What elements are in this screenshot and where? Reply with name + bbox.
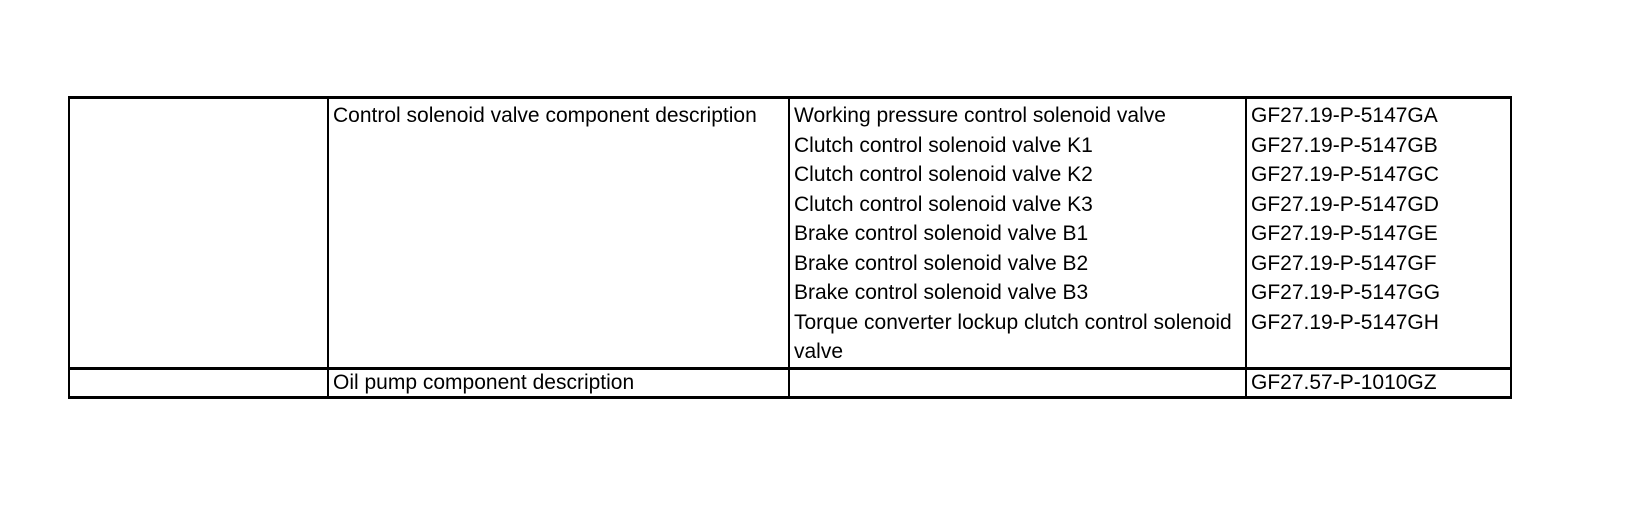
table-row: Control solenoid valve component descrip… — [68, 96, 1512, 370]
group-title-cell: Control solenoid valve component descrip… — [327, 96, 790, 370]
document-code: GF27.19-P-5147GH — [1251, 310, 1439, 334]
empty-description-cell — [788, 367, 1247, 399]
document-code: GF27.19-P-5147GD — [1251, 192, 1439, 216]
codes-cell: GF27.57-P-1010GZ — [1245, 367, 1512, 399]
descriptions-cell: Working pressure control solenoid valve … — [788, 96, 1247, 370]
component-description-table: Control solenoid valve component descrip… — [68, 96, 1512, 399]
empty-cell — [68, 96, 329, 370]
component-description: Brake control solenoid valve B3 — [794, 281, 1089, 304]
document-code: GF27.19-P-5147GE — [1251, 222, 1438, 245]
component-description: Torque converter lockup clutch control s… — [794, 310, 1232, 364]
component-description: Working pressure control solenoid valve — [794, 104, 1166, 127]
group-title: Control solenoid valve component descrip… — [333, 104, 757, 127]
empty-cell — [68, 367, 329, 399]
document-code: GF27.19-P-5147GA — [1251, 104, 1438, 127]
component-description: Clutch control solenoid valve K2 — [794, 163, 1093, 186]
document-code: GF27.19-P-5147GB — [1251, 133, 1438, 157]
document-code: GF27.19-P-5147GF — [1251, 251, 1437, 275]
component-description: Brake control solenoid valve B2 — [794, 251, 1089, 275]
table-row: Oil pump component description GF27.57-P… — [68, 367, 1512, 399]
component-description: Clutch control solenoid valve K3 — [794, 192, 1093, 216]
document-code: GF27.19-P-5147GG — [1251, 281, 1441, 304]
component-description: Brake control solenoid valve B1 — [794, 222, 1089, 245]
codes-cell: GF27.19-P-5147GA GF27.19-P-5147GB GF27.1… — [1245, 96, 1512, 370]
group-title-cell: Oil pump component description — [327, 367, 790, 399]
document-code: GF27.57-P-1010GZ — [1251, 371, 1437, 395]
component-description: Clutch control solenoid valve K1 — [794, 133, 1093, 157]
document-code: GF27.19-P-5147GC — [1251, 163, 1439, 186]
group-title: Oil pump component description — [333, 371, 635, 395]
